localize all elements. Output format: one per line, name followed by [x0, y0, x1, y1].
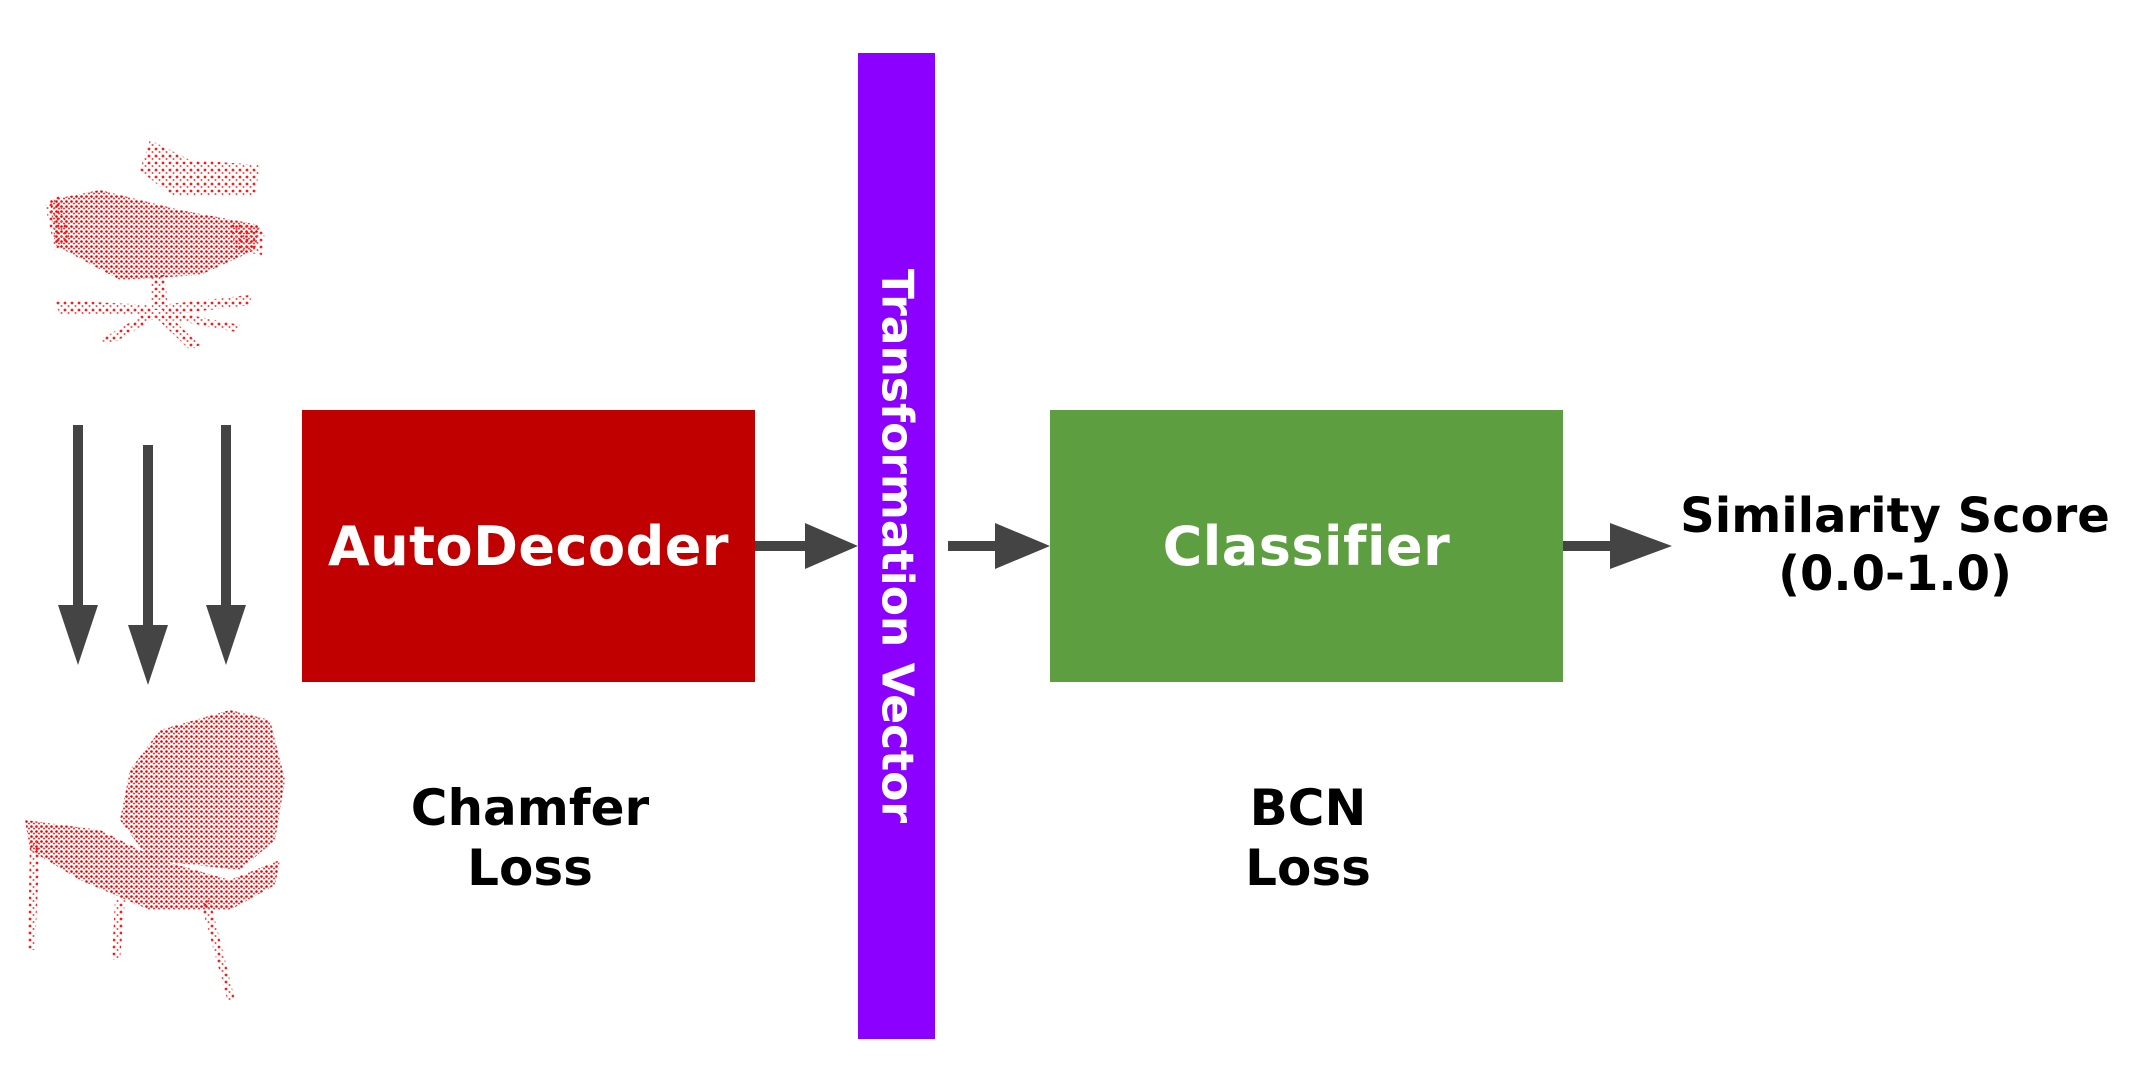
classifier-label: Classifier: [1162, 514, 1451, 578]
autodecoder-box: AutoDecoder: [302, 410, 755, 682]
bcn-loss-label: BCN Loss: [1158, 778, 1458, 898]
down-arrows: [58, 425, 246, 685]
office-chair-point-cloud-icon: [45, 140, 265, 350]
bcn-loss-line2: Loss: [1245, 839, 1371, 897]
classifier-box: Classifier: [1050, 410, 1563, 682]
similarity-score-range: (0.0-1.0): [1778, 545, 2012, 602]
transformation-vector-label: Transformation Vector: [871, 268, 922, 824]
transformation-vector-bar: Transformation Vector: [858, 53, 935, 1039]
bcn-loss-line1: BCN: [1249, 779, 1367, 837]
similarity-score-output: Similarity Score (0.0-1.0): [1665, 488, 2125, 603]
autodecoder-label: AutoDecoder: [327, 514, 730, 578]
similarity-score-title: Similarity Score: [1680, 488, 2110, 544]
chamfer-loss-line1: Chamfer: [410, 779, 650, 837]
chamfer-loss-label: Chamfer Loss: [380, 778, 680, 898]
lounge-chair-point-cloud-icon: [25, 710, 285, 1002]
flow-arrows: [755, 523, 1672, 569]
chamfer-loss-line2: Loss: [467, 839, 593, 897]
